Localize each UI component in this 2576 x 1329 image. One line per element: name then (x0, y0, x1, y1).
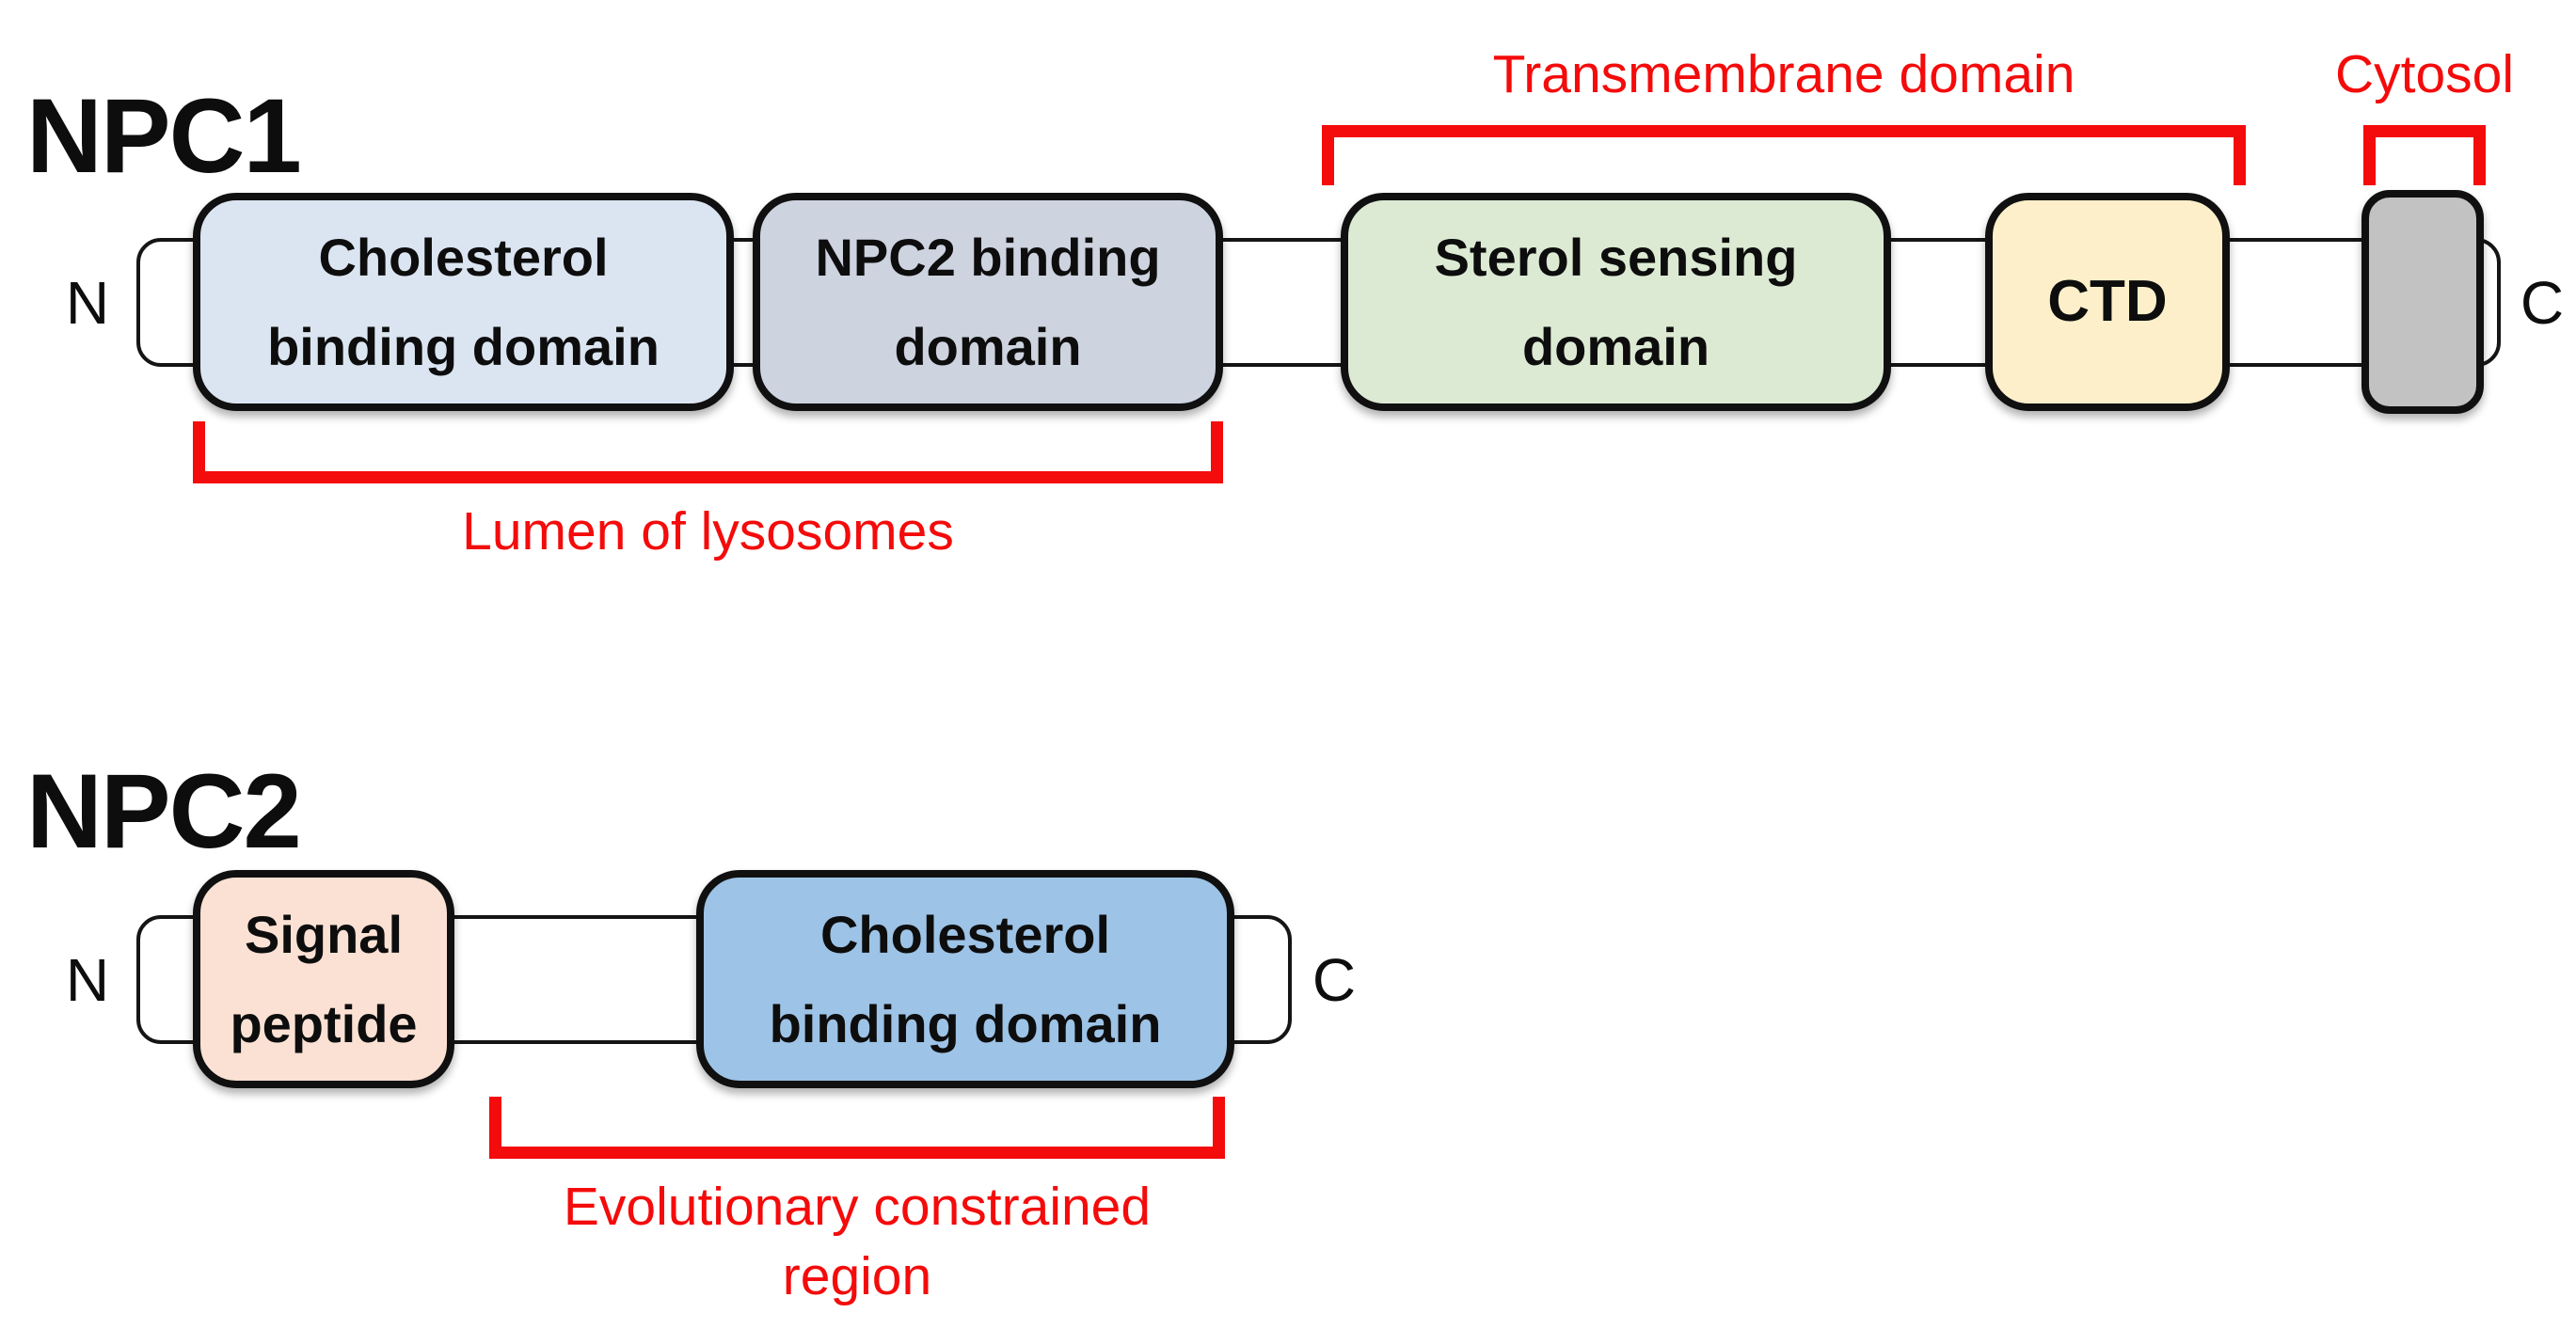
npc1-domain-sterol-sensing: Sterol sensing domain (1341, 193, 1891, 411)
npc1-title: NPC1 (26, 77, 302, 196)
npc2-domain-cholesterol-binding: Cholesterol binding domain (696, 870, 1234, 1088)
lumen-bracket (193, 421, 1223, 483)
lumen-label: Lumen of lysosomes (462, 501, 954, 562)
npc1-domain-ctd: CTD (1985, 193, 2230, 411)
npc1-domain-npc2-binding-label: NPC2 binding domain (815, 227, 1161, 376)
npc1-c-terminus-label: C (2520, 269, 2565, 337)
npc1-domain-sterol-sensing-label: Sterol sensing domain (1434, 227, 1798, 376)
evolutionary-constrained-label: Evolutionary constrained region (563, 1177, 1152, 1307)
npc1-domain-cholesterol-binding-label: Cholesterol binding domain (267, 227, 660, 376)
npc2-domain-signal-peptide-label: Signal peptide (230, 904, 418, 1053)
npc2-domain-signal-peptide: Signal peptide (193, 870, 454, 1088)
cytosol-bracket (2363, 125, 2486, 185)
npc1-domain-npc2-binding: NPC2 binding domain (753, 193, 1223, 411)
transmembrane-bracket (1322, 125, 2246, 185)
npc2-c-terminus-label: C (1312, 946, 1357, 1014)
npc1-domain-transmembrane-segment (2361, 190, 2484, 414)
cytosol-label: Cytosol (2334, 44, 2515, 104)
npc2-title: NPC2 (26, 752, 302, 871)
npc2-domain-cholesterol-binding-label: Cholesterol binding domain (769, 904, 1162, 1053)
npc1-n-terminus-label: N (65, 269, 110, 337)
npc1-domain-ctd-label: CTD (2047, 269, 2168, 335)
npc2-n-terminus-label: N (65, 946, 110, 1014)
transmembrane-label: Transmembrane domain (1492, 44, 2075, 104)
npc1-domain-cholesterol-binding: Cholesterol binding domain (193, 193, 734, 411)
evolutionary-constrained-bracket (489, 1097, 1225, 1159)
